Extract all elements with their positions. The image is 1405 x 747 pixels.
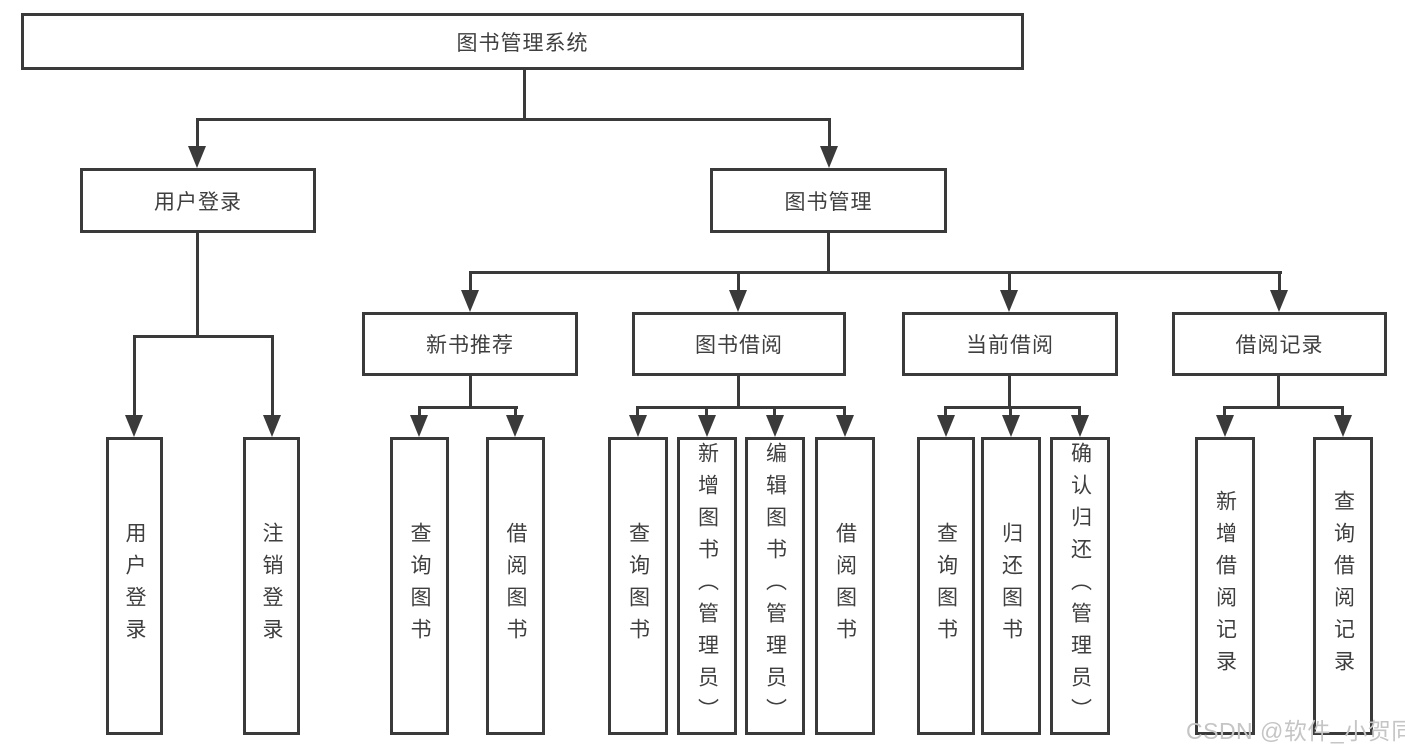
connector-line xyxy=(944,406,1081,409)
arrow-down-icon xyxy=(820,146,838,168)
connector-line xyxy=(1223,406,1344,409)
node-borrowing-records: 借阅记录 xyxy=(1172,312,1387,376)
connector-line xyxy=(523,69,526,121)
connector-line xyxy=(469,271,1282,274)
node-label: 新增图书（管理员） xyxy=(695,442,719,730)
node-label: 新增借阅记录 xyxy=(1213,490,1237,682)
node-label: 当前借阅 xyxy=(966,334,1054,357)
arrow-down-icon xyxy=(766,415,784,437)
node-label: 用户登录 xyxy=(154,190,242,214)
node-label: 借阅图书 xyxy=(504,522,527,650)
connector-line xyxy=(196,233,199,338)
arrow-down-icon xyxy=(1002,415,1020,437)
node-leaf-edit-books-admin: 编辑图书（管理员） xyxy=(745,437,805,735)
node-leaf-confirm-return-admin: 确认归还（管理员） xyxy=(1050,437,1110,735)
node-label: 借阅图书 xyxy=(833,522,857,650)
connector-line xyxy=(1009,406,1012,419)
connector-line xyxy=(133,335,136,420)
watermark: CSDN @软件_小贺同学 xyxy=(1186,718,1405,744)
connector-line xyxy=(843,406,846,419)
connector-line xyxy=(944,406,947,419)
node-leaf-user-login: 用户登录 xyxy=(106,437,163,735)
node-label: 查询图书 xyxy=(408,522,431,650)
node-label: 图书管理 xyxy=(784,190,873,214)
connector-line xyxy=(1008,376,1011,409)
node-label: 归还图书 xyxy=(999,522,1023,650)
node-current-borrowing: 当前借阅 xyxy=(902,312,1118,376)
node-leaf-borrow-books: 借阅图书 xyxy=(815,437,875,735)
node-leaf-query-books: 查询图书 xyxy=(608,437,668,735)
node-label: 借阅记录 xyxy=(1235,334,1324,357)
node-label: 注销登录 xyxy=(260,522,283,650)
node-label: 用户登录 xyxy=(123,522,146,650)
arrow-down-icon xyxy=(1270,290,1288,312)
connector-line xyxy=(196,118,199,152)
connector-line xyxy=(196,118,831,121)
connector-line xyxy=(1341,406,1344,419)
connector-line xyxy=(418,406,518,409)
connector-line xyxy=(827,233,830,274)
connector-line xyxy=(828,118,831,152)
node-leaf-logout: 注销登录 xyxy=(243,437,300,735)
arrow-down-icon xyxy=(461,290,479,312)
node-label: 查询图书 xyxy=(626,522,650,650)
connector-line xyxy=(418,406,421,419)
connector-line xyxy=(469,376,472,409)
node-label: 查询借阅记录 xyxy=(1331,490,1355,682)
node-book-borrowing: 图书借阅 xyxy=(632,312,846,376)
connector-line xyxy=(134,335,274,338)
connector-line xyxy=(1008,271,1011,295)
node-leaf-add-books-admin: 新增图书（管理员） xyxy=(677,437,737,735)
connector-line xyxy=(469,271,472,295)
node-leaf-query-books: 查询图书 xyxy=(390,437,449,735)
arrow-down-icon xyxy=(188,146,206,168)
arrow-down-icon xyxy=(937,415,955,437)
arrow-down-icon xyxy=(698,415,716,437)
node-user-login: 用户登录 xyxy=(80,168,316,233)
arrow-down-icon xyxy=(125,415,143,437)
node-label: 查询图书 xyxy=(934,522,958,650)
connector-line xyxy=(271,335,274,420)
arrow-down-icon xyxy=(729,290,747,312)
connector-line xyxy=(1278,271,1281,295)
arrow-down-icon xyxy=(1334,415,1352,437)
arrow-down-icon xyxy=(1071,415,1089,437)
node-label: 图书借阅 xyxy=(695,334,783,357)
node-label: 图书管理系统 xyxy=(456,31,589,55)
node-leaf-query-borrow-record: 查询借阅记录 xyxy=(1313,437,1373,735)
connector-line xyxy=(1277,376,1280,409)
arrow-down-icon xyxy=(629,415,647,437)
node-leaf-return-books: 归还图书 xyxy=(981,437,1041,735)
node-leaf-query-books: 查询图书 xyxy=(917,437,975,735)
connector-line xyxy=(1223,406,1226,419)
arrow-down-icon xyxy=(1216,415,1234,437)
node-label: 确认归还（管理员） xyxy=(1068,442,1092,730)
node-label: 新书推荐 xyxy=(426,334,514,357)
node-book-management: 图书管理 xyxy=(710,168,947,233)
arrow-down-icon xyxy=(836,415,854,437)
connector-line xyxy=(773,406,776,419)
node-leaf-add-borrow-record: 新增借阅记录 xyxy=(1195,437,1255,735)
node-label: 编辑图书（管理员） xyxy=(763,442,787,730)
arrow-down-icon xyxy=(506,415,524,437)
connector-line xyxy=(636,406,846,409)
node-leaf-borrow-books: 借阅图书 xyxy=(486,437,545,735)
connector-line xyxy=(636,406,639,419)
arrow-down-icon xyxy=(1000,290,1018,312)
connector-line xyxy=(737,376,740,409)
node-new-book-recommend: 新书推荐 xyxy=(362,312,578,376)
arrow-down-icon xyxy=(410,415,428,437)
connector-line xyxy=(1078,406,1081,419)
arrow-down-icon xyxy=(263,415,281,437)
node-library-management-system: 图书管理系统 xyxy=(21,13,1024,70)
connector-line xyxy=(705,406,708,419)
connector-line xyxy=(737,271,740,295)
connector-line xyxy=(514,406,517,419)
